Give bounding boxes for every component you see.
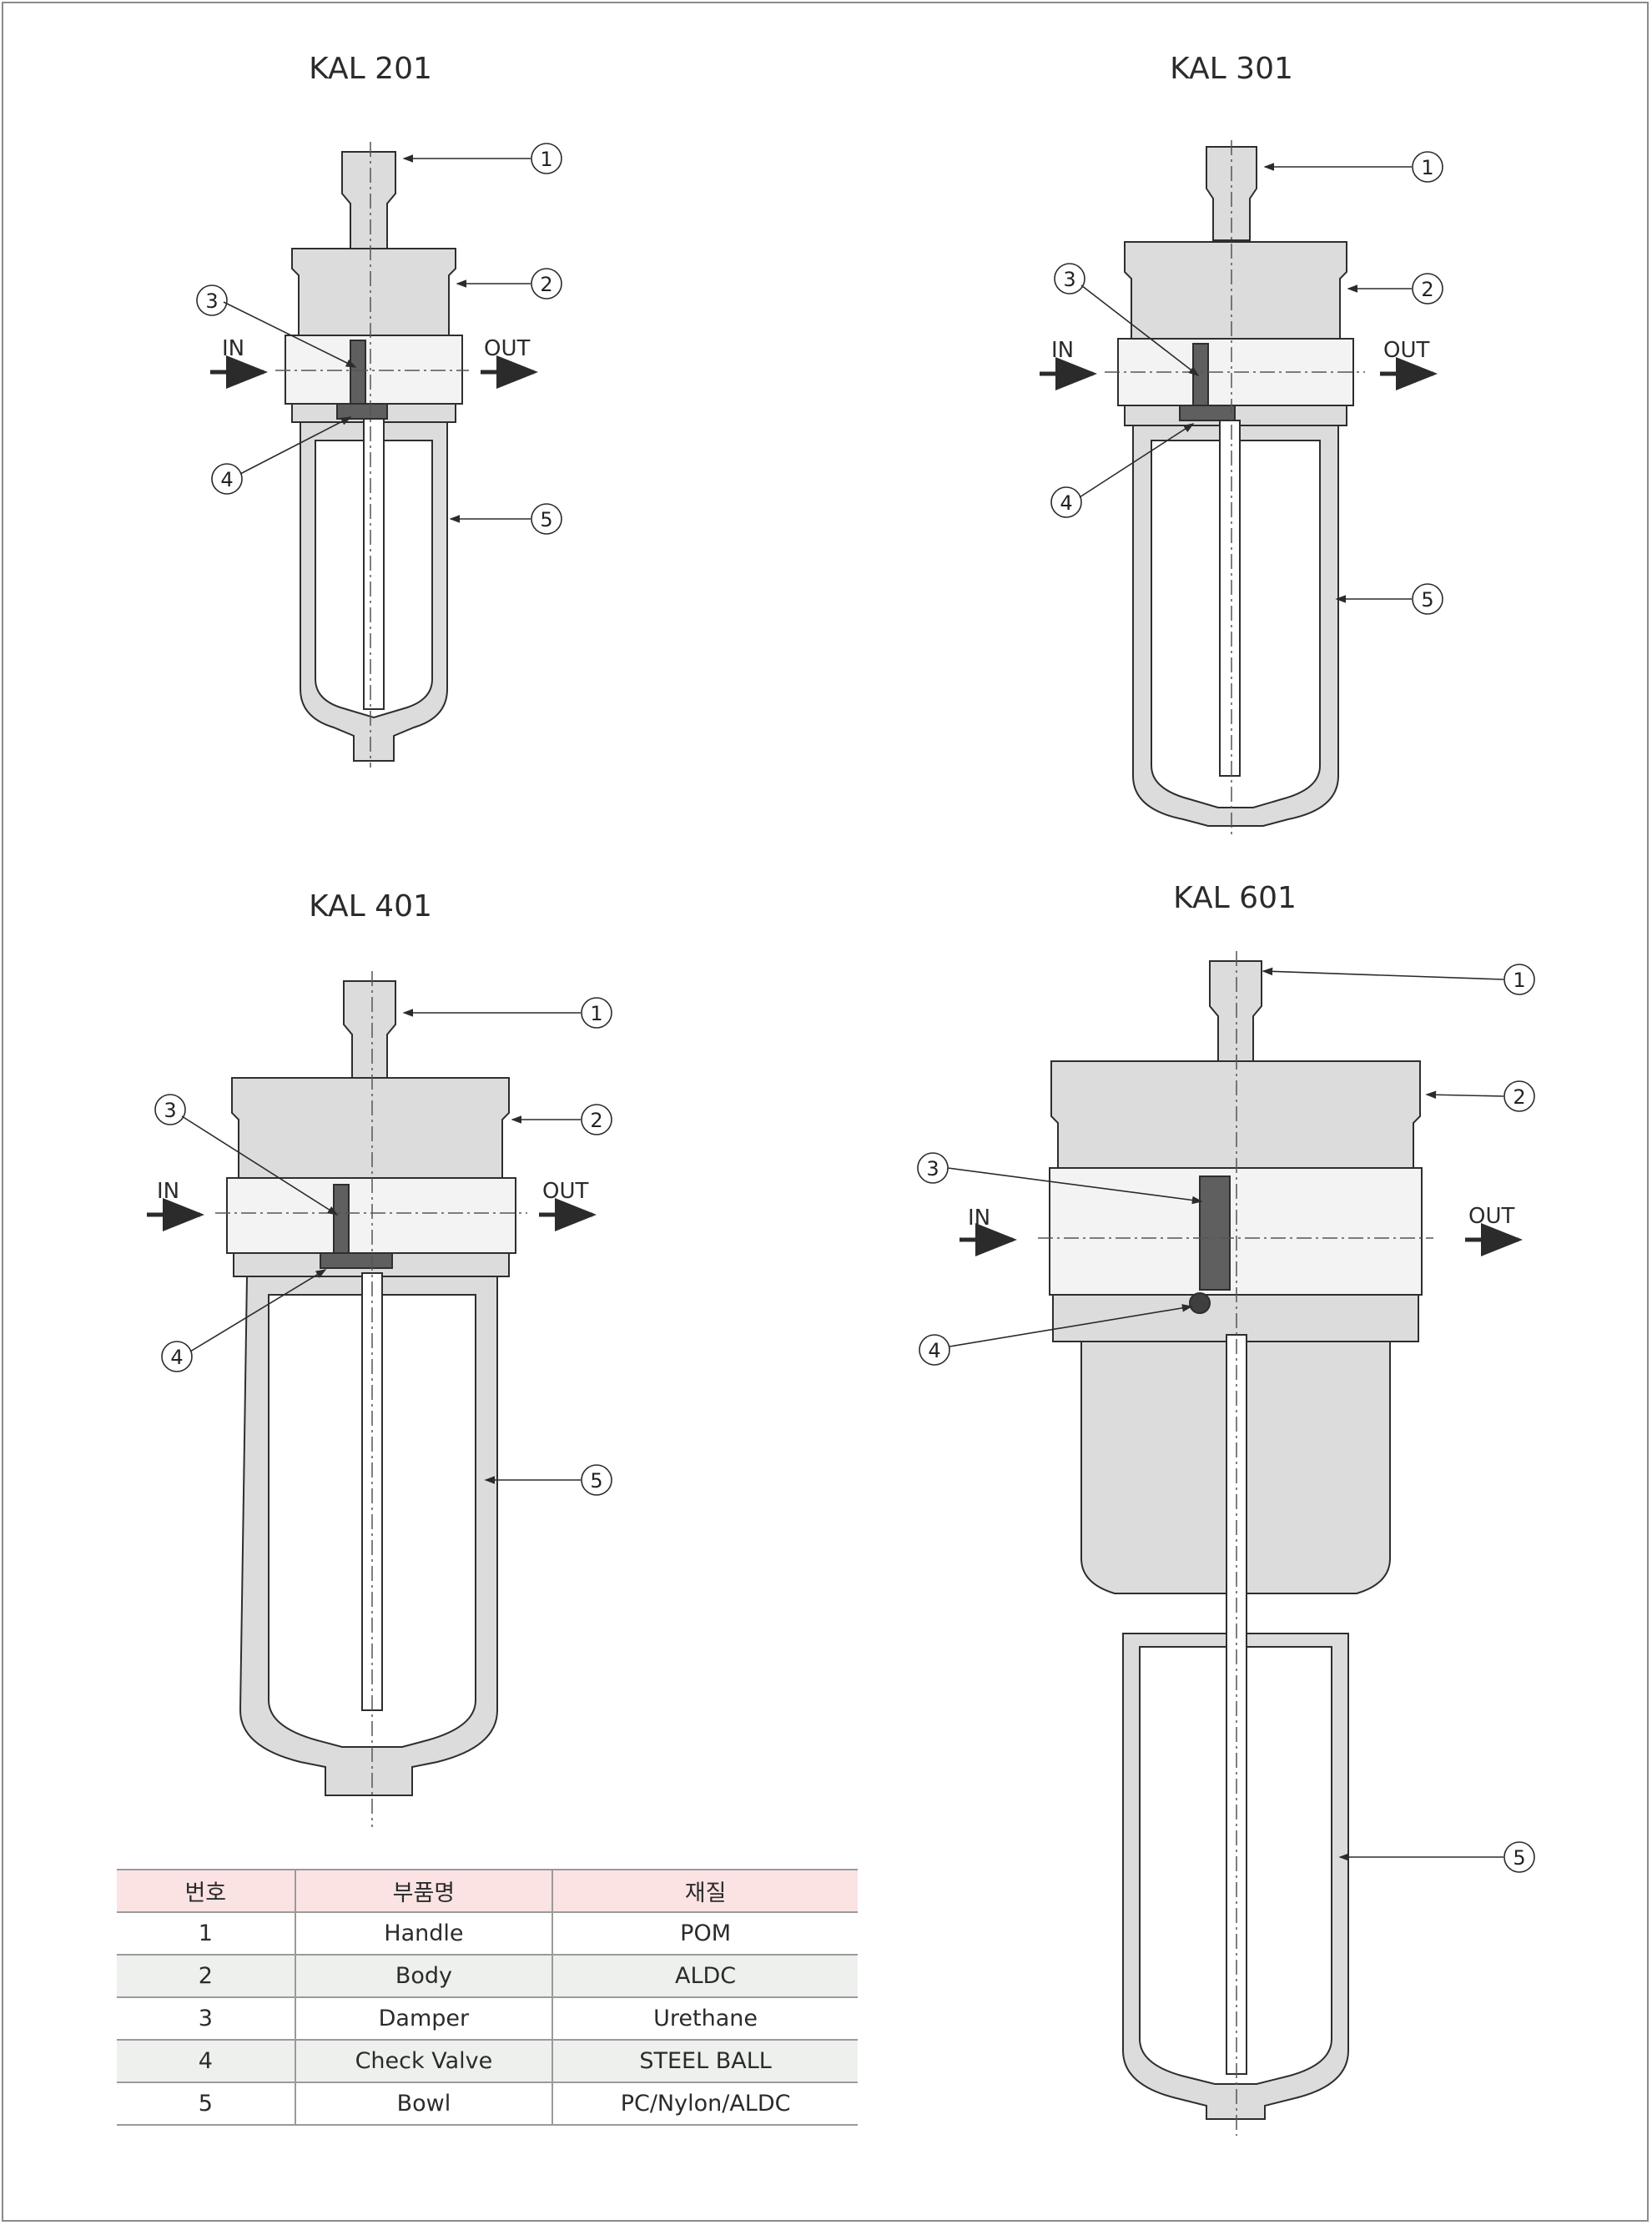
cell-number: 5 [117,2082,295,2126]
cell-material: PC/Nylon/ALDC [552,2082,858,2126]
callout-number: 3 [926,1157,939,1180]
lubricator-body [285,151,463,762]
cell-material: STEEL BALL [552,2040,858,2083]
callouts [196,143,562,535]
body-top [231,1077,510,1179]
cell-part-name: Handle [294,1912,553,1956]
callout-number: 1 [590,1002,602,1025]
cell-material: ALDC [552,1955,858,1998]
body-top [1124,241,1347,340]
header-material: 재질 [552,1869,858,1913]
damper [350,340,366,406]
lubricator-body [1049,960,1423,2120]
handle [341,151,396,253]
damper [1192,343,1209,408]
outlet-label: OUT [484,336,530,361]
callout-number: 1 [540,148,552,171]
callout-number: 4 [170,1346,183,1369]
diagram-kal-401: KAL 401 IN OUT 1 2 3 [147,889,612,1827]
callout-number: 1 [1513,969,1525,992]
parts-table: 번호 부품명 재질 1 Handle POM 2 Body ALDC 3 Dam… [117,1869,858,2126]
cell-part-name: Check Valve [294,2040,553,2083]
table-row: 2 Body ALDC [117,1955,858,1998]
callout-number: 4 [928,1339,940,1362]
cell-number: 4 [117,2040,295,2083]
siphon-tube [1219,420,1241,777]
callout-number: 2 [1513,1085,1525,1109]
callout-number: 5 [590,1469,602,1493]
cell-number: 1 [117,1912,295,1956]
cell-material: Urethane [552,1997,858,2041]
callout-number: 3 [1063,268,1075,291]
lubricator-body [1117,146,1354,827]
flow-passage [1049,1167,1423,1296]
outlet-label: OUT [542,1179,588,1204]
callout-number: 5 [1421,588,1433,612]
diagram-title: KAL 401 [309,889,432,924]
callout-number: 3 [205,289,218,313]
body-top [1050,1060,1421,1169]
callout-number: 2 [590,1109,602,1132]
callouts [154,997,612,1496]
callout-number: 3 [164,1099,176,1122]
inlet-label: IN [968,1206,990,1231]
callout-number: 2 [1421,278,1433,301]
cell-part-name: Damper [294,1997,553,2041]
callout-number: 1 [1421,156,1433,179]
cell-number: 2 [117,1955,295,1998]
flow-passage [226,1177,516,1254]
table-row: 4 Check Valve STEEL BALL [117,2040,858,2083]
siphon-tube [363,416,385,710]
header-part-name: 부품명 [294,1869,553,1913]
inlet-label: IN [222,336,244,361]
check-valve [1189,1292,1211,1314]
callouts [1050,151,1443,615]
cell-number: 3 [117,1997,295,2041]
table-header-row: 번호 부품명 재질 [117,1869,858,1913]
header-number: 번호 [117,1869,295,1913]
table-row: 5 Bowl PC/Nylon/ALDC [117,2082,858,2126]
body-lower [1052,1294,1419,1342]
table-row: 3 Damper Urethane [117,1997,858,2041]
outlet-label: OUT [1383,338,1429,363]
lubricator-body [226,980,516,1796]
diagram-kal-301: KAL 301 IN OUT 1 2 3 [1040,52,1443,834]
diagram-title: KAL 301 [1170,52,1293,86]
callout-number: 4 [1060,491,1072,515]
check-valve [320,1252,393,1269]
callout-number: 4 [220,468,233,491]
damper [333,1184,350,1256]
cell-part-name: Bowl [294,2082,553,2126]
handle [1209,960,1262,1064]
inlet-label: IN [1051,338,1074,363]
callouts [917,964,1535,1873]
damper [1199,1175,1231,1291]
callout-number: 2 [540,273,552,296]
diagram-kal-201: KAL 201 IN OUT 1 2 3 [196,52,562,768]
handle [343,980,396,1082]
callout-number: 5 [540,508,552,531]
diagram-title: KAL 601 [1173,881,1297,915]
body-top [291,248,456,338]
table-row: 1 Handle POM [117,1912,858,1956]
inlet-label: IN [157,1179,179,1204]
callout-number: 5 [1513,1846,1525,1870]
check-valve [1179,405,1236,421]
outlet-label: OUT [1468,1204,1514,1229]
cell-material: POM [552,1912,858,1956]
diagram-kal-601: KAL 601 IN OUT 1 2 [917,881,1535,2136]
diagram-title: KAL 201 [309,52,432,86]
cell-part-name: Body [294,1955,553,1998]
check-valve [336,403,388,420]
